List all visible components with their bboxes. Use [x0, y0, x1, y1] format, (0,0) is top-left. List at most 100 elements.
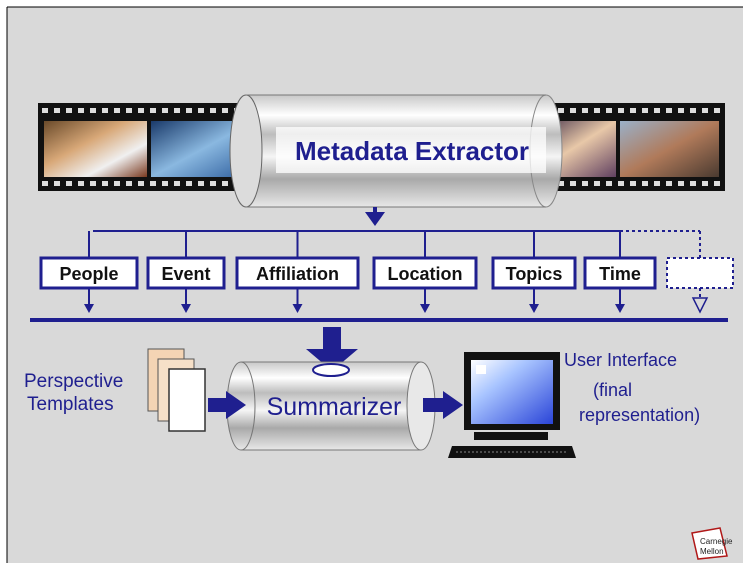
category-box-event: Event: [146, 231, 226, 313]
film-perforation: [174, 181, 180, 186]
logo-line2: Mellon: [700, 547, 724, 556]
film-perforation: [618, 181, 624, 186]
film-perforation: [102, 108, 108, 113]
film-perforation: [138, 181, 144, 186]
film-perforation: [162, 181, 168, 186]
category-box-time: Time: [583, 231, 657, 313]
film-perforation: [690, 108, 696, 113]
film-perforation: [222, 181, 228, 186]
film-perforation: [162, 108, 168, 113]
film-perforation: [678, 181, 684, 186]
film-perforation: [618, 108, 624, 113]
ui-label-line3: representation): [579, 405, 700, 425]
film-perforation: [198, 181, 204, 186]
film-perforation: [702, 108, 708, 113]
film-perforation: [78, 181, 84, 186]
film-perforation: [42, 108, 48, 113]
film-perforation: [630, 181, 636, 186]
film-perforation: [174, 108, 180, 113]
film-perforation: [210, 181, 216, 186]
film-perforation: [198, 108, 204, 113]
category-label: Location: [388, 264, 463, 284]
extractor-down-arrow: [365, 207, 385, 226]
film-perforation: [78, 108, 84, 113]
film-perforation: [666, 181, 672, 186]
film-perforation: [90, 108, 96, 113]
film-perforation: [606, 108, 612, 113]
summarizer-label: Summarizer: [267, 393, 402, 421]
category-box-topics: Topics: [491, 231, 577, 313]
film-perforation: [54, 108, 60, 113]
category-label: Event: [161, 264, 210, 284]
film-perforation: [714, 108, 720, 113]
category-label: Affiliation: [256, 264, 339, 284]
keyboard-icon: [448, 446, 576, 458]
film-perforation: [186, 181, 192, 186]
film-perforation: [630, 108, 636, 113]
video-frame-people: [620, 121, 719, 177]
category-box-affiliation: Affiliation: [235, 231, 360, 313]
metadata-extractor-cylinder: Metadata Extractor: [229, 94, 563, 208]
film-perforation: [102, 181, 108, 186]
summarizer-input-arrow: [306, 327, 358, 371]
film-perforation: [558, 108, 564, 113]
film-perforation: [150, 108, 156, 113]
ui-label-line2: (final: [593, 380, 632, 400]
summarizer-cylinder: Summarizer: [226, 361, 436, 451]
film-perforation: [114, 181, 120, 186]
film-perforation: [690, 181, 696, 186]
category-label: People: [59, 264, 118, 284]
film-perforation: [570, 181, 576, 186]
computer-monitor-icon: [448, 352, 576, 458]
film-perforation: [582, 108, 588, 113]
film-perforation: [222, 108, 228, 113]
template-page-front: [168, 368, 206, 432]
film-perforation: [642, 181, 648, 186]
category-box-more: [666, 257, 734, 314]
film-perforation: [702, 181, 708, 186]
film-strip-left: [38, 103, 263, 191]
film-perforation: [186, 108, 192, 113]
user-interface-label: User Interface (final representation): [564, 350, 700, 425]
film-perforation: [594, 108, 600, 113]
film-perforation: [126, 108, 132, 113]
film-perforation: [666, 108, 672, 113]
templates-label-line1: Perspective: [24, 371, 123, 392]
film-perforation: [66, 108, 72, 113]
film-perforation: [594, 181, 600, 186]
film-perforation: [126, 181, 132, 186]
film-perforation: [138, 108, 144, 113]
category-bus: [93, 230, 701, 258]
film-perforation: [114, 108, 120, 113]
film-perforation: [570, 108, 576, 113]
film-perforation: [558, 181, 564, 186]
film-perforation: [54, 181, 60, 186]
film-perforation: [714, 181, 720, 186]
film-perforation: [606, 181, 612, 186]
category-box-people: People: [39, 231, 139, 313]
templates-label-line2: Templates: [27, 394, 114, 415]
summarizer-to-ui-arrow: [423, 391, 463, 419]
ui-label-line1: User Interface: [564, 350, 677, 370]
extractor-label: Metadata Extractor: [295, 136, 529, 166]
logo-line1: Carnegie: [700, 537, 733, 546]
category-row: People Event Affiliation Location Topics Time: [39, 231, 734, 314]
film-perforation: [642, 108, 648, 113]
category-box-location: Location: [372, 231, 478, 313]
film-perforation: [654, 108, 660, 113]
film-perforation: [150, 181, 156, 186]
film-perforation: [678, 108, 684, 113]
film-perforation: [654, 181, 660, 186]
film-perforation: [42, 181, 48, 186]
perspective-templates: Perspective Templates: [24, 348, 206, 432]
templates-to-summarizer-arrow: [208, 391, 246, 419]
film-perforation: [90, 181, 96, 186]
film-perforation: [210, 108, 216, 113]
category-label: Topics: [506, 264, 563, 284]
carnegie-mellon-logo: Carnegie Mellon: [691, 527, 733, 560]
film-perforation: [582, 181, 588, 186]
category-label: Time: [599, 264, 641, 284]
video-frame-violinist: [44, 121, 147, 177]
